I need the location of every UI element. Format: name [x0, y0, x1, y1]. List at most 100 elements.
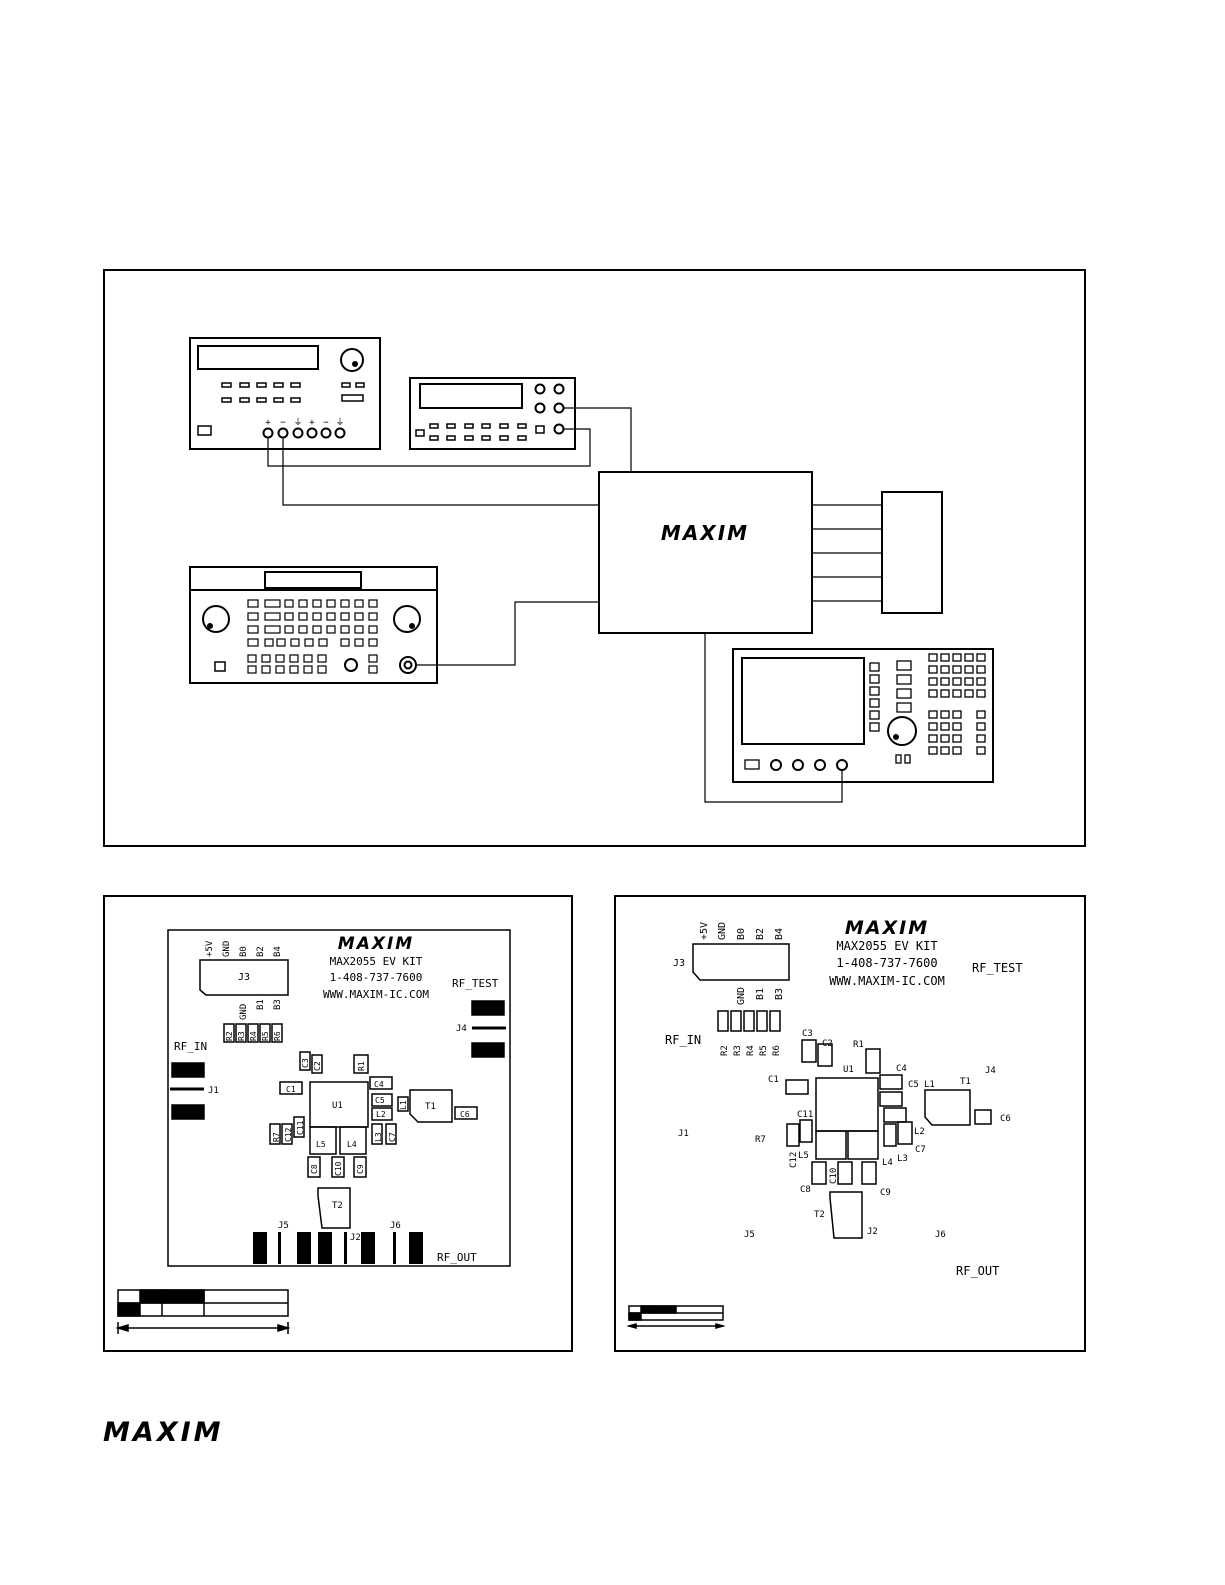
t1-label: T1 [425, 1102, 436, 1112]
l1-label: L1 [399, 1100, 408, 1110]
pin-label: GND [717, 922, 728, 940]
j1-silk-label: J1 [678, 1129, 689, 1139]
r1-label: R1 [357, 1061, 366, 1071]
c10-label: C10 [334, 1161, 343, 1176]
rf-test-silk-label: RF_TEST [972, 961, 1023, 975]
c8-label: C8 [310, 1164, 319, 1174]
footer-maxim-logo: MAXIM [103, 1417, 224, 1448]
l3-label: L3 [374, 1132, 383, 1142]
multimeter [409, 377, 576, 450]
c5-label: C5 [375, 1096, 385, 1105]
c7-silk-label: C7 [915, 1145, 926, 1155]
c4-silk-label: C4 [896, 1064, 907, 1074]
pin-label: B3 [774, 988, 785, 1000]
c1-label: C1 [286, 1085, 296, 1094]
j5-silk-label: J5 [744, 1230, 755, 1240]
silk-logo: MAXIM [845, 917, 929, 939]
t2-label: T2 [332, 1201, 343, 1211]
cables [267, 407, 882, 803]
u1-silk [815, 1077, 879, 1132]
l3-silk-label: L3 [897, 1154, 908, 1164]
t2-transformer [317, 1187, 351, 1229]
terminal-label: − [323, 418, 329, 428]
c11-silk-label: C11 [797, 1110, 813, 1120]
terminal-label: ⏚ [335, 417, 344, 428]
rf-in-label: RF_IN [174, 1040, 207, 1053]
terminal-label: ⏚ [293, 417, 302, 428]
c7-label: C7 [388, 1132, 397, 1142]
j4-label: J4 [456, 1024, 467, 1034]
rf-test-label: RF_TEST [452, 977, 499, 990]
t1-transformer [409, 1089, 453, 1123]
rf-out-pads [253, 1232, 423, 1264]
r7-silk-label: R7 [755, 1135, 766, 1145]
silk-title: MAX2055 EV KIT [836, 939, 937, 953]
j1-label: J1 [208, 1086, 219, 1096]
pin-label: GND [239, 1004, 249, 1020]
c10-silk-label: C10 [829, 1168, 839, 1184]
terminal-label: − [280, 418, 286, 428]
l1-silk-label: L1 [924, 1080, 935, 1090]
c3-silk-label: C3 [802, 1029, 813, 1039]
t1-silk-label: T1 [960, 1077, 971, 1087]
r4-silk-label: R4 [746, 1045, 756, 1056]
c2-label: C2 [313, 1061, 322, 1071]
pin-label: B4 [273, 946, 283, 957]
u1-chip [309, 1081, 369, 1128]
pin-label: B3 [273, 999, 283, 1010]
kit-title: MAX2055 EV KIT [330, 955, 423, 968]
rf-out-label: RF_OUT [437, 1251, 477, 1264]
board-outline [167, 929, 511, 1267]
terminal-label: + [309, 418, 315, 428]
c3-label: C3 [301, 1058, 310, 1068]
c12-silk-label: C12 [789, 1152, 799, 1168]
power-supply [189, 337, 381, 450]
pin-label: GND [736, 987, 747, 1005]
c1-silk-label: C1 [768, 1075, 779, 1085]
kit-phone: 1-408-737-7600 [330, 971, 423, 984]
r3-silk-label: R3 [733, 1045, 743, 1056]
r1-silk-label: R1 [853, 1040, 864, 1050]
j4-silk-label: J4 [985, 1066, 996, 1076]
u1-label: U1 [332, 1101, 343, 1111]
pin-label: GND [222, 941, 232, 957]
r5-label: R5 [261, 1031, 270, 1041]
maxim-logo: MAXIM [661, 521, 749, 545]
r6-silk-label: R6 [772, 1045, 782, 1056]
signal-generator [189, 566, 438, 684]
j2-silk-label: J2 [867, 1227, 878, 1237]
silk-website: WWW.MAXIM-IC.COM [829, 974, 945, 988]
r4-label: R4 [249, 1031, 258, 1041]
j3-header [199, 959, 289, 996]
u1-silk-label: U1 [843, 1065, 854, 1075]
pin-label: B1 [755, 988, 766, 1000]
j3-label: J3 [238, 972, 250, 983]
pin-label: B1 [256, 999, 266, 1010]
t1-silk [924, 1089, 971, 1126]
c6-label: C6 [460, 1110, 470, 1119]
l5-label: L5 [316, 1140, 326, 1149]
r7-label: R7 [272, 1132, 281, 1142]
l5-silk-label: L5 [798, 1151, 809, 1161]
r3-label: R3 [237, 1031, 246, 1041]
c2-silk-label: C2 [822, 1039, 833, 1049]
c6-silk-label: C6 [1000, 1114, 1011, 1124]
rf-in-silk-label: RF_IN [665, 1033, 701, 1047]
test-setup-diagram [103, 269, 1086, 847]
kit-logo: MAXIM [338, 934, 414, 954]
terminal-label: + [265, 418, 271, 428]
l2-label: L2 [376, 1110, 386, 1119]
pin-label: B0 [736, 928, 747, 940]
r2-label: R2 [225, 1031, 234, 1041]
silk-phone: 1-408-737-7600 [836, 956, 937, 970]
c9-label: C9 [356, 1164, 365, 1174]
j6-silk-label: J6 [935, 1230, 946, 1240]
c12-label: C12 [284, 1127, 293, 1142]
c4-label: C4 [374, 1080, 384, 1089]
r5-silk-label: R5 [759, 1045, 769, 1056]
pcb-top-layout [103, 895, 573, 1352]
